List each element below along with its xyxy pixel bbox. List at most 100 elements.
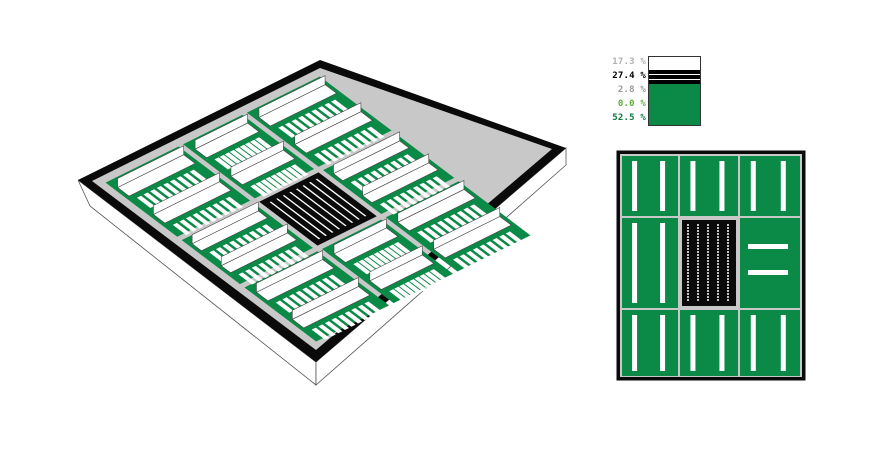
plan-strip — [780, 161, 786, 211]
greenhouse-roof — [256, 250, 323, 293]
greenhouse-strip — [324, 102, 342, 116]
greenhouse-strip — [156, 185, 175, 199]
greenhouse-strip — [225, 196, 244, 209]
greenhouse-strip — [218, 199, 237, 213]
greenhouse-strip — [357, 304, 376, 317]
greenhouse-strip — [275, 171, 294, 185]
greenhouse-strip — [264, 259, 283, 272]
greenhouse-strip — [189, 169, 208, 182]
greenhouse-strip — [314, 152, 332, 165]
greenhouse-strip — [456, 210, 475, 224]
legend-row-white: 17.3 % — [596, 56, 706, 70]
greenhouse-strip — [378, 249, 397, 262]
greenhouse-strip — [383, 247, 402, 260]
plan-greenhouse-strips — [632, 161, 788, 371]
greenhouse-strip — [249, 139, 268, 152]
greenhouse-roof — [362, 153, 430, 197]
greenhouse-strip — [331, 99, 349, 112]
greenhouse-strip — [270, 174, 289, 187]
greenhouse-strip — [280, 169, 299, 182]
greenhouse-strip — [302, 287, 320, 300]
greenhouse-strip — [436, 220, 455, 233]
legend-row-gray: 2.8 % — [596, 84, 706, 98]
greenhouse-strip — [479, 244, 497, 257]
greenhouse-strip — [353, 133, 372, 146]
greenhouse-strip — [429, 269, 448, 282]
greenhouse-strip — [373, 252, 392, 265]
plan-green-block — [740, 156, 800, 216]
parking-line — [289, 191, 341, 230]
greenhouse-strip — [466, 251, 484, 264]
greenhouse-strip — [379, 202, 398, 215]
greenhouse-strip — [315, 280, 333, 294]
greenhouse-strip — [340, 139, 359, 152]
greenhouse-strip — [169, 179, 188, 192]
greenhouse-strip — [472, 247, 491, 260]
greenhouse-strip — [453, 257, 471, 270]
greenhouse-roof — [191, 201, 259, 245]
greenhouse-strip — [327, 146, 345, 159]
greenhouse-strip — [219, 154, 238, 168]
plan-strip — [780, 315, 786, 371]
greenhouse-strip — [406, 189, 424, 202]
greenhouse-strip — [321, 277, 340, 290]
greenhouse-strip — [260, 179, 278, 192]
plan-strip — [748, 270, 788, 275]
greenhouse-strip — [214, 157, 233, 170]
greenhouse-strip — [368, 254, 387, 267]
greenhouse-strip — [163, 182, 181, 195]
greenhouse-strip — [459, 254, 478, 267]
greenhouse-strip — [344, 311, 363, 324]
greenhouse-strip — [176, 176, 195, 189]
greenhouse-roof — [194, 113, 248, 150]
greenhouse-strip — [311, 327, 330, 340]
legend-swatch-light-green — [648, 98, 701, 112]
plan-green-block — [622, 218, 678, 308]
greenhouse-strip — [317, 106, 336, 119]
greenhouse-strip — [318, 324, 336, 337]
greenhouse-strip — [143, 192, 162, 205]
greenhouse-strip — [284, 122, 303, 135]
greenhouse-strip — [285, 166, 304, 179]
greenhouse-strip — [331, 317, 349, 330]
greenhouse-strip — [179, 219, 197, 232]
greenhouse-strip — [399, 192, 418, 205]
greenhouse-roof — [220, 223, 288, 267]
plan-green-block — [740, 218, 800, 308]
legend-label-gray: 2.8 % — [617, 85, 646, 95]
greenhouse-strip — [409, 279, 428, 292]
greenhouse-strip — [304, 112, 323, 125]
greenhouse-strip — [291, 119, 310, 132]
greenhouse-strip — [492, 237, 511, 251]
greenhouse-strip — [250, 184, 268, 197]
greenhouse-strip — [333, 142, 352, 156]
greenhouse-strip — [271, 256, 289, 269]
greenhouse-strip — [295, 290, 314, 303]
greenhouse-strip — [224, 152, 243, 165]
greenhouse-strip — [150, 189, 168, 202]
greenhouse-strip — [417, 230, 435, 243]
parking-line — [302, 185, 354, 224]
greenhouse-strip — [499, 234, 517, 247]
greenhouse-strip — [485, 241, 504, 254]
plan-green-block — [680, 310, 738, 376]
greenhouse-roof — [369, 245, 423, 282]
plan-strip — [750, 315, 756, 371]
plan-strip — [719, 161, 725, 211]
greenhouse-strip — [255, 181, 273, 195]
greenhouse-strip — [363, 257, 382, 270]
greenhouse-strip — [425, 179, 444, 192]
greenhouse-strip — [282, 297, 300, 310]
greenhouse-strip — [388, 244, 407, 257]
greenhouse-strip — [298, 115, 316, 129]
greenhouse-strip — [443, 217, 462, 230]
greenhouse-strip — [199, 209, 217, 222]
greenhouse-strip — [308, 284, 327, 297]
greenhouse-strip — [205, 206, 224, 219]
plan-green-block — [740, 310, 800, 376]
greenhouse-strip — [291, 246, 309, 259]
legend-label-green: 52.5 % — [612, 113, 646, 123]
greenhouse-strip — [238, 272, 257, 285]
greenhouse-strip — [328, 274, 347, 287]
greenhouse-roof — [117, 145, 185, 188]
